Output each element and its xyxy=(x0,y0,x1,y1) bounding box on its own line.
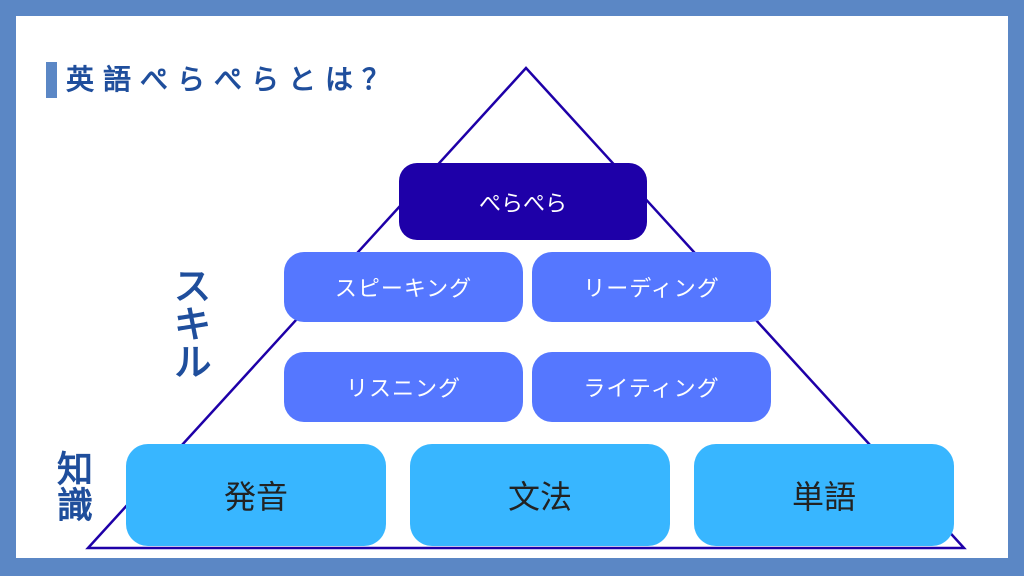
skill-listening: リスニング xyxy=(284,352,523,422)
knowledge-grammar: 文法 xyxy=(410,444,670,546)
skill-speaking: スピーキング xyxy=(284,252,523,322)
knowledge-pronunciation: 発音 xyxy=(126,444,386,546)
skill-writing: ライティング xyxy=(532,352,771,422)
knowledge-label: 知識 xyxy=(51,450,92,522)
page-title: 英語ぺらぺらとは？ xyxy=(66,63,400,96)
title-accent-bar xyxy=(46,62,57,98)
pyramid-top-perapera: ぺらぺら xyxy=(399,163,647,240)
skill-label: スキル xyxy=(167,266,211,380)
skill-reading: リーディング xyxy=(532,252,771,322)
knowledge-vocabulary: 単語 xyxy=(694,444,954,546)
